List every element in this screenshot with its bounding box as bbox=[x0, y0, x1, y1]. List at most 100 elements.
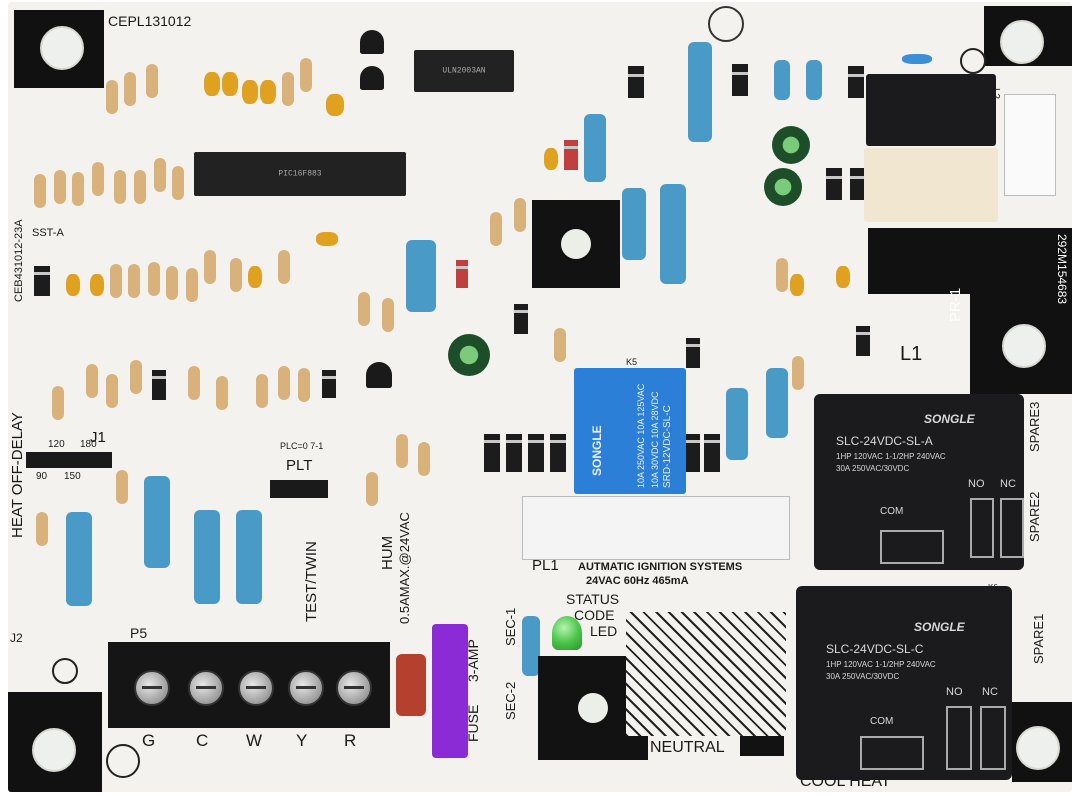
j1-value-90: 90 bbox=[36, 471, 48, 482]
relay-c-terminal-nc bbox=[980, 706, 1006, 770]
capacitor-c14 bbox=[316, 232, 338, 246]
resistor bbox=[358, 292, 370, 326]
j1-jumper-header[interactable] bbox=[26, 452, 112, 468]
terminal-screw-r[interactable] bbox=[336, 670, 372, 706]
resistor-r34 bbox=[660, 184, 686, 284]
heatsink-upper bbox=[532, 200, 620, 288]
resistor-r21 bbox=[418, 442, 430, 476]
k6-label: K6 bbox=[988, 583, 998, 592]
sec2-label: SEC-2 bbox=[503, 681, 518, 720]
connector-l2[interactable] bbox=[1004, 94, 1056, 196]
status-label: STATUS bbox=[566, 591, 620, 607]
diode-d19 bbox=[34, 266, 50, 296]
diode-d3 bbox=[484, 434, 500, 472]
resistor bbox=[300, 58, 312, 92]
resistor bbox=[106, 374, 118, 408]
resistor-r36 bbox=[584, 114, 606, 182]
ignition-rating: 24VAC 60Hz 465mA bbox=[586, 575, 689, 587]
relay-a-terminal-no bbox=[970, 498, 994, 558]
terminal-label-g: G bbox=[142, 731, 156, 750]
cool-heat-label: COOL HEAT bbox=[800, 773, 891, 790]
diode-d4 bbox=[684, 434, 700, 472]
capacitor-c17 bbox=[326, 94, 344, 116]
pl1-label: PL1 bbox=[532, 557, 559, 574]
sst-label: SST-A bbox=[32, 227, 64, 239]
resistor-r73 bbox=[774, 60, 790, 100]
relay-a-com: COM bbox=[880, 506, 904, 517]
resistor bbox=[52, 386, 64, 420]
diode-d15 bbox=[322, 370, 336, 398]
relay-k5-rating-1: 10A 250VAC 10A 125VAC bbox=[636, 383, 646, 488]
resistor bbox=[186, 268, 198, 302]
spare2-label: SPARE2 bbox=[1027, 491, 1042, 542]
target-icon bbox=[960, 48, 986, 74]
mount-hole-br bbox=[1016, 726, 1060, 770]
safety-symbol-icon bbox=[708, 6, 744, 42]
plt-header[interactable] bbox=[270, 480, 328, 498]
relay-top-right-cream bbox=[864, 148, 998, 222]
capacitor-c16 bbox=[764, 168, 802, 206]
sec1-label: SEC-1 bbox=[503, 607, 518, 646]
spare3-label: SPARE3 bbox=[1027, 401, 1042, 452]
capacitor-c26 bbox=[836, 266, 850, 288]
j1-value-120: 120 bbox=[48, 439, 65, 450]
relay-a-no: NO bbox=[968, 478, 985, 490]
relay-k5: SONGLE 10A 250VAC 10A 125VAC 10A 30VDC 1… bbox=[574, 368, 686, 494]
terminal-screw-y[interactable] bbox=[288, 670, 324, 706]
terminal-screw-g[interactable] bbox=[134, 670, 170, 706]
diode-z1 bbox=[456, 260, 468, 288]
fuse-rating-label: 3-AMP bbox=[465, 639, 481, 682]
part-number-label: CEPL131012 bbox=[108, 13, 192, 29]
mount-hole-tr bbox=[1000, 20, 1044, 64]
relay-c-terminal-no bbox=[946, 706, 972, 770]
transistor-q3 bbox=[366, 362, 392, 388]
microcontroller-ic: PIC16F883 bbox=[194, 152, 406, 196]
diode-d10 bbox=[628, 66, 644, 98]
capacitor-c2 bbox=[448, 334, 490, 376]
sub-part-label: CEB431012-23A bbox=[13, 219, 25, 302]
relay-a-model: SLC-24VDC-SL-A bbox=[836, 434, 933, 448]
resistor bbox=[188, 366, 200, 400]
relay-spare3: SONGLE SLC-24VDC-SL-A 1HP 120VAC 1-1/2HP… bbox=[814, 394, 1024, 570]
capacitor-c21 bbox=[544, 148, 558, 170]
resistor-r87 bbox=[776, 258, 788, 292]
test-twin-label: TEST/TWIN bbox=[303, 541, 320, 622]
led-label: LED bbox=[590, 623, 618, 639]
resistor-r6 bbox=[236, 510, 262, 604]
terminal-label-c: C bbox=[196, 731, 209, 750]
plt-label: PLT bbox=[286, 457, 313, 474]
status-led bbox=[552, 616, 582, 650]
label-block-mr bbox=[868, 228, 1072, 294]
diode-d9 bbox=[848, 66, 864, 98]
hum-rating-label: 0.5AMAX.@24VAC bbox=[397, 512, 412, 624]
relay-k5-rating-2: 10A 30VDC 10A 28VDC bbox=[650, 391, 660, 488]
relay-c-rating-1: 1HP 120VAC 1-1/2HP 240VAC bbox=[826, 660, 936, 669]
ignition-label: AUTMATIC IGNITION SYSTEMS bbox=[578, 561, 743, 573]
resistor bbox=[216, 376, 228, 410]
j1-value-180: 180 bbox=[80, 439, 97, 450]
relay-c-com: COM bbox=[870, 716, 894, 727]
terminal-screw-w[interactable] bbox=[238, 670, 274, 706]
resistor bbox=[72, 172, 84, 206]
neutral-label: NEUTRAL bbox=[650, 739, 725, 756]
spare1-label: SPARE1 bbox=[1031, 613, 1046, 664]
fuse[interactable] bbox=[432, 624, 468, 758]
terminal-label-y: Y bbox=[296, 731, 308, 750]
resistor-r26 bbox=[554, 328, 566, 362]
mount-hole-tl bbox=[40, 26, 84, 70]
circuit-board: CEPL131012 CEB431012-23A SST-A 292M15468… bbox=[8, 2, 1072, 792]
resistor-r15 bbox=[66, 512, 92, 606]
resistor bbox=[278, 366, 290, 400]
terminal-label-w: W bbox=[246, 731, 263, 750]
ground-symbol-icon bbox=[52, 658, 78, 684]
resistor bbox=[116, 470, 128, 504]
diode-d7 bbox=[856, 326, 870, 356]
terminal-screw-c[interactable] bbox=[188, 670, 224, 706]
resistor bbox=[282, 72, 294, 106]
relay-a-terminal-nc bbox=[1000, 498, 1024, 558]
relay-k5-brand: SONGLE bbox=[590, 425, 604, 476]
resistor bbox=[230, 258, 242, 292]
resistor-r84 bbox=[144, 476, 170, 568]
relay-a-rating-1: 1HP 120VAC 1-1/2HP 240VAC bbox=[836, 452, 946, 461]
connector-pl1[interactable] bbox=[522, 496, 790, 560]
